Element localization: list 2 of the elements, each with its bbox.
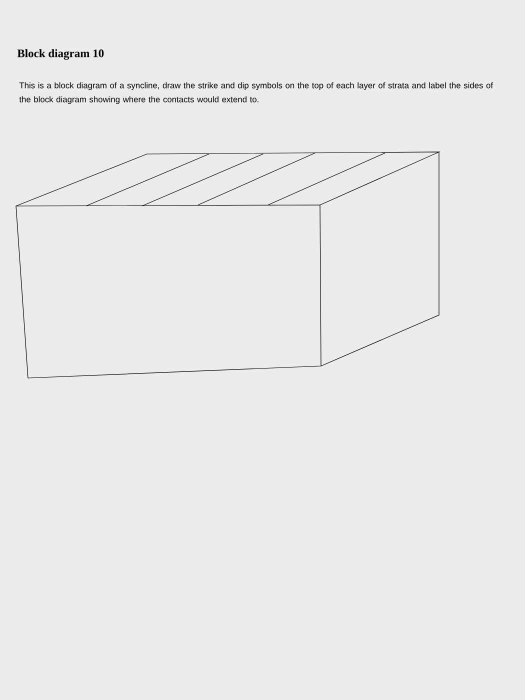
instruction-text: This is a block diagram of a syncline, draw the strike and dip symbols on the top of each layer of strata and label the sides of the block diagram showing where the contacts would extend to. xyxy=(19,82,494,104)
title: Block diagram 10 xyxy=(17,49,104,60)
